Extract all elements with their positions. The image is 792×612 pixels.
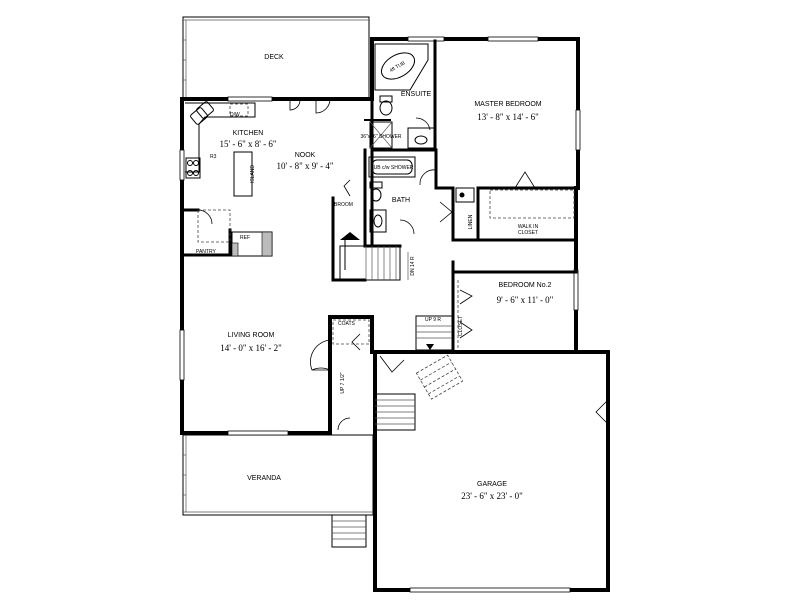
walk-in-closet-label-2: CLOSET [518, 230, 538, 236]
living-room-dims: 14' - 0" x 16' - 2" [220, 343, 282, 353]
stairs [339, 232, 464, 431]
walk-in-closet-label-1: WALK IN [518, 224, 539, 230]
kitchen-counters [185, 101, 273, 257]
ref-label: REF [240, 235, 250, 241]
spa-tub-label: 4ft TUB [389, 60, 407, 74]
shower-label: 36"x36" SHOWER [360, 134, 401, 140]
bedroom-2-label: BEDROOM No.2 [499, 282, 552, 289]
kitchen-dims: 15' - 6" x 8' - 6" [219, 139, 276, 149]
bath-label: BATH [392, 197, 410, 204]
kitchen-label: KITCHEN [233, 130, 264, 137]
stairs-down-label: DN 14 R [410, 256, 416, 276]
master-bedroom-label: MASTER BEDROOM [474, 101, 541, 108]
dishwasher-label: D/W [230, 112, 240, 118]
garage-dims: 23' - 6" x 23' - 0" [461, 491, 523, 501]
veranda-label: VERANDA [247, 475, 281, 482]
stairs-up-center-label: UP 9 R [425, 317, 441, 323]
deck-label: DECK [264, 54, 284, 61]
pantry-label: PANTRY [196, 249, 216, 255]
doors [197, 98, 609, 431]
ensuite-label: ENSUITE [401, 91, 432, 98]
range-label: R3 [210, 154, 217, 160]
garage-label: GARAGE [477, 481, 507, 488]
linen-label: LINEN [468, 214, 474, 229]
bedroom-2-dims: 9' - 6" x 11' - 0" [497, 295, 554, 305]
tub-shower-label: TUB c/w SHOWER [371, 165, 414, 171]
broom-label: BROOM [334, 202, 353, 208]
nook-dims: 10' - 8" x 9' - 4" [276, 161, 333, 171]
closet-label: CLOSET [458, 316, 464, 336]
exterior-walls [180, 37, 610, 592]
bath-fixtures [368, 156, 416, 233]
ensuite-fixtures [369, 43, 435, 149]
stairs-up-entry-label: UP 7 1/2" [340, 372, 346, 393]
master-bedroom-dims: 13' - 8" x 14' - 6" [477, 112, 539, 122]
living-room-label: LIVING ROOM [228, 332, 275, 339]
closets [332, 187, 575, 350]
island-label: ISLAND [250, 165, 256, 183]
veranda [182, 434, 374, 548]
windows [179, 36, 581, 593]
nook-label: NOOK [295, 152, 316, 159]
coats-label: COATS [338, 321, 356, 327]
